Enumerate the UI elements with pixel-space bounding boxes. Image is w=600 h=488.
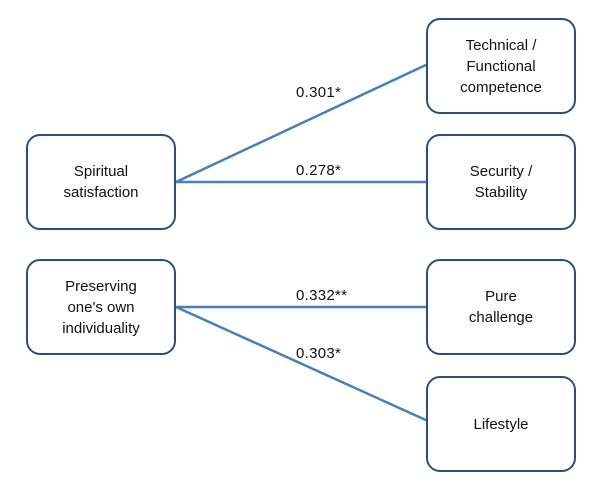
node-lifestyle: Lifestyle (426, 376, 576, 472)
node-pure-challenge: Pure challenge (426, 259, 576, 355)
edge-label-lifestyle: 0.303* (296, 345, 342, 362)
node-technical-functional-competence: Technical / Functional competence (426, 18, 576, 114)
node-security-stability: Security / Stability (426, 134, 576, 230)
edge-label-technical: 0.301* (296, 84, 342, 101)
edge-label-security: 0.278* (296, 162, 342, 179)
node-spiritual-satisfaction: Spiritual satisfaction (26, 134, 176, 230)
node-preserving-individuality: Preserving one's own individuality (26, 259, 176, 355)
edge-spiritual-to-technical (175, 62, 429, 184)
edge-individuality-to-lifestyle (175, 305, 429, 423)
edge-label-challenge: 0.332** (296, 287, 348, 304)
